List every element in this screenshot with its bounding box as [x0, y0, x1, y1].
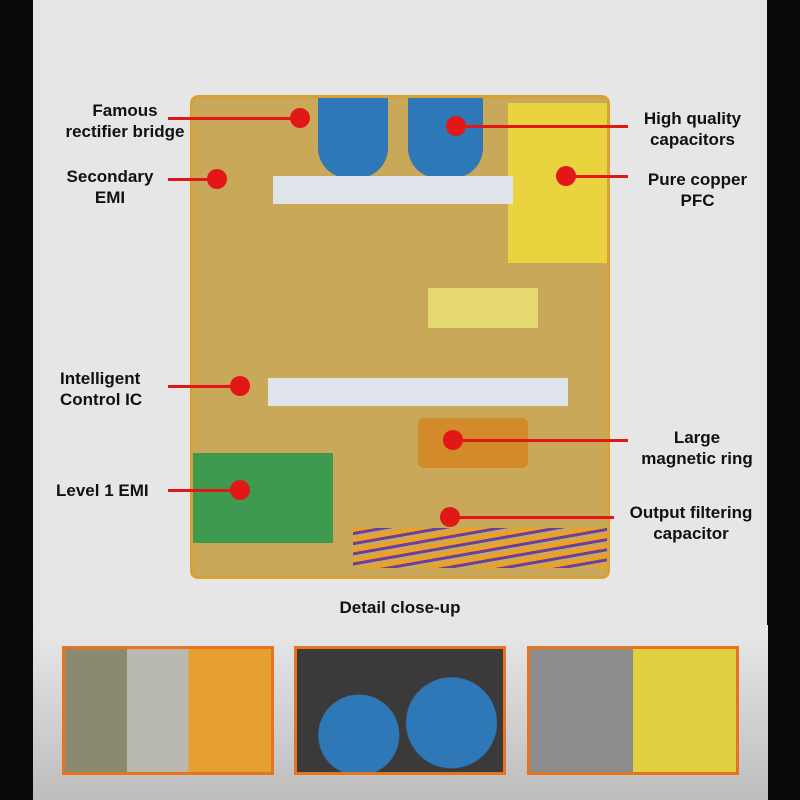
label-level1-emi: Level 1 EMI: [56, 481, 149, 500]
pointer-line: [453, 439, 628, 442]
label-line: Large: [673, 428, 721, 447]
marker-dot: [440, 507, 460, 527]
pointer-line: [450, 516, 614, 519]
label-line: High quality: [643, 109, 742, 128]
label-line: Output filtering: [629, 503, 753, 522]
marker-dot: [207, 169, 227, 189]
label-line: capacitor: [653, 524, 729, 543]
closeup-thumbnail-2: [294, 646, 506, 775]
left-border: [0, 0, 33, 800]
heatsink-top: [273, 176, 513, 204]
caption: Detail close-up: [339, 598, 461, 617]
wires: [353, 528, 607, 568]
marker-dot: [290, 108, 310, 128]
capacitor-1: [318, 98, 388, 178]
marker-dot: [446, 116, 466, 136]
pointer-line: [456, 125, 628, 128]
closeup-thumbnail-1: [62, 646, 274, 775]
pcb-photo: [190, 95, 610, 579]
marker-dot: [556, 166, 576, 186]
label-rectifier: Famous rectifier bridge: [60, 100, 190, 142]
label-line: Secondary: [66, 167, 154, 186]
heatsink-mid: [268, 378, 568, 406]
label-line: Control IC: [60, 390, 143, 409]
pointer-line: [168, 489, 240, 492]
label-line: PFC: [680, 191, 715, 210]
label-line: magnetic ring: [641, 449, 753, 468]
label-line: rectifier bridge: [65, 122, 185, 141]
pointer-line: [566, 175, 628, 178]
pointer-line: [168, 117, 300, 120]
pointer-line: [168, 178, 217, 181]
label-capacitors: High quality capacitors: [630, 108, 755, 150]
label-magnetic-ring: Large magnetic ring: [632, 427, 762, 469]
magnetic-ring: [418, 418, 528, 468]
label-output-capacitor: Output filtering capacitor: [616, 502, 766, 544]
label-line: EMI: [94, 188, 126, 207]
label-line: capacitors: [649, 130, 736, 149]
marker-dot: [230, 480, 250, 500]
label-line: Intelligent: [60, 369, 141, 388]
pfc-coil: [508, 103, 607, 263]
emi-board: [193, 453, 333, 543]
closeup-thumbnail-3: [527, 646, 739, 775]
marker-dot: [230, 376, 250, 396]
label-line: Pure copper: [647, 170, 748, 189]
capacitor-2: [408, 98, 483, 178]
label-line: Famous: [92, 101, 158, 120]
marker-dot: [443, 430, 463, 450]
transformer: [428, 288, 538, 328]
right-border: [767, 0, 800, 800]
pointer-line: [168, 385, 240, 388]
